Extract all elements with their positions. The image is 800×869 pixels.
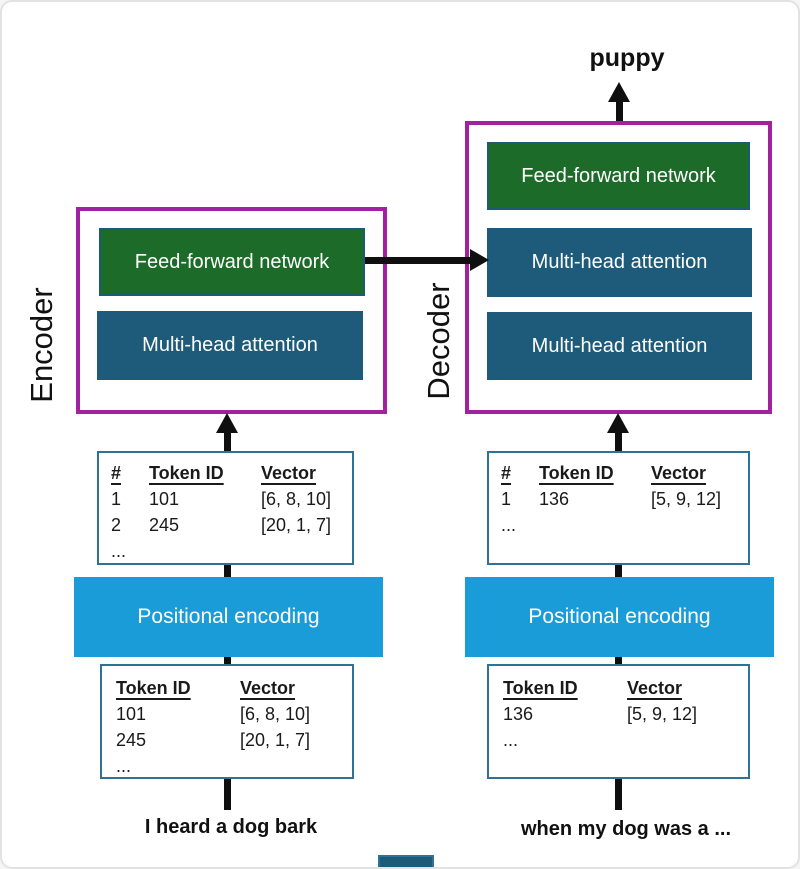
encoder-feed-forward-box: Feed-forward network bbox=[99, 228, 365, 296]
table-cell: 1 bbox=[111, 489, 122, 509]
table-cell: ... bbox=[501, 515, 517, 535]
table-cell: ... bbox=[111, 541, 127, 561]
table-cell: ... bbox=[503, 730, 519, 750]
encoder-embedding-table: Token ID Vector 101 [6, 8, 10] 245 [20, … bbox=[100, 664, 354, 779]
arrow-decoder-input-head bbox=[607, 413, 629, 433]
table-cell: [6, 8, 10] bbox=[261, 489, 332, 509]
table-header: # bbox=[111, 463, 122, 483]
decoder-positional-table: # Token ID Vector 1 136 [5, 9, 12] ... bbox=[487, 451, 750, 565]
table-header: Vector bbox=[651, 463, 707, 483]
table-cell: 136 bbox=[539, 489, 570, 509]
connector-line bbox=[224, 657, 231, 664]
table-cell: [20, 1, 7] bbox=[261, 515, 332, 535]
clipped-next-box bbox=[378, 855, 434, 867]
table-cell bbox=[240, 753, 352, 779]
arrow-decoder-output-head bbox=[608, 82, 630, 102]
table-cell: ... bbox=[116, 756, 132, 776]
arrow-encoder-to-decoder-head bbox=[470, 249, 489, 271]
table-header: # bbox=[501, 463, 512, 483]
arrow-decoder-input-shaft bbox=[615, 431, 622, 451]
table-header: Token ID bbox=[149, 463, 224, 483]
table-cell bbox=[261, 538, 352, 564]
encoder-multi-head-box: Multi-head attention bbox=[97, 311, 363, 380]
table-cell: 101 bbox=[149, 489, 180, 509]
connector-line bbox=[615, 779, 622, 810]
table-header: Vector bbox=[261, 463, 317, 483]
table-cell bbox=[539, 512, 651, 538]
table-header: Vector bbox=[627, 678, 683, 698]
table-cell: [20, 1, 7] bbox=[240, 730, 311, 750]
decoder-embedding-table: Token ID Vector 136 [5, 9, 12] ... bbox=[487, 664, 750, 779]
encoder-positional-encoding-box: Positional encoding bbox=[74, 577, 383, 657]
encoder-input-sentence: I heard a dog bark bbox=[144, 816, 318, 838]
table-cell: [6, 8, 10] bbox=[240, 704, 311, 724]
decoder-feed-forward-box: Feed-forward network bbox=[487, 142, 750, 210]
table-header: Vector bbox=[240, 678, 296, 698]
table-cell: [5, 9, 12] bbox=[627, 704, 698, 724]
connector-line bbox=[224, 779, 231, 810]
table-cell: 136 bbox=[503, 704, 534, 724]
table-cell: 1 bbox=[501, 489, 512, 509]
table-header: Token ID bbox=[503, 678, 578, 698]
connector-line bbox=[224, 565, 231, 577]
decoder-label: Decoder bbox=[421, 282, 456, 400]
table-cell: 101 bbox=[116, 704, 147, 724]
table-cell: 2 bbox=[111, 515, 122, 535]
arrow-encoder-input-head bbox=[216, 413, 238, 433]
decoder-multi-head-top-box: Multi-head attention bbox=[487, 228, 752, 297]
table-cell: 245 bbox=[116, 730, 147, 750]
encoder-label: Encoder bbox=[24, 287, 59, 403]
table-cell: [5, 9, 12] bbox=[651, 489, 722, 509]
arrow-decoder-output-shaft bbox=[616, 100, 623, 122]
encoder-positional-table: # Token ID Vector 1 101 [6, 8, 10] 2 245… bbox=[97, 451, 354, 565]
arrow-encoder-input-shaft bbox=[224, 431, 231, 451]
table-cell: 245 bbox=[149, 515, 180, 535]
connector-line bbox=[615, 657, 622, 664]
table-header: Token ID bbox=[116, 678, 191, 698]
table-cell bbox=[149, 538, 261, 564]
output-word: puppy bbox=[589, 44, 665, 72]
table-header: Token ID bbox=[539, 463, 614, 483]
connector-line bbox=[615, 565, 622, 577]
decoder-multi-head-bottom-box: Multi-head attention bbox=[487, 312, 752, 380]
decoder-input-sentence: when my dog was a ... bbox=[520, 818, 732, 840]
arrow-encoder-to-decoder-shaft bbox=[365, 257, 471, 264]
decoder-positional-encoding-box: Positional encoding bbox=[465, 577, 774, 657]
table-cell bbox=[651, 512, 748, 538]
table-cell bbox=[627, 727, 748, 753]
